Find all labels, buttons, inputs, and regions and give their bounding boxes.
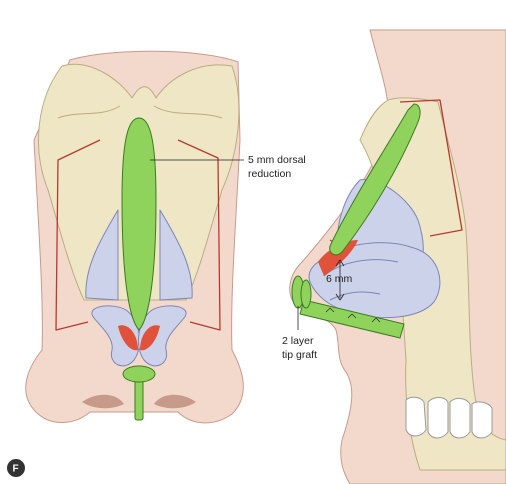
lateral-tip-graft-layer-inner	[300, 279, 312, 309]
frontal-nostril-right	[154, 394, 196, 409]
dorsal-reduction-label-line2: reduction	[248, 168, 291, 180]
tip-graft-label-line1: 2 layer	[282, 335, 314, 347]
frontal-dorsal-graft	[121, 117, 157, 331]
dorsal-reduction-label-line1: 5 mm dorsal	[248, 154, 306, 166]
frontal-upper-lateral-cartilage-left	[85, 209, 119, 301]
frontal-view	[25, 50, 244, 424]
lateral-cephalic-trim	[318, 240, 358, 276]
frontal-cephalic-trim-left	[118, 325, 138, 351]
frontal-lower-lateral-cartilage-right	[137, 305, 187, 367]
tip-graft-label-line2: tip graft	[282, 349, 317, 361]
frontal-reduction-outline	[55, 139, 221, 331]
measurement-arrowheads	[335, 259, 345, 301]
panel-letter: F	[13, 464, 19, 475]
lateral-columellar-strut	[299, 299, 405, 339]
frontal-lower-lateral-cartilage-left	[91, 305, 141, 367]
frontal-nostril-left	[82, 394, 124, 409]
frontal-upper-lateral-cartilage-right	[159, 209, 193, 301]
measurement-label: 6 mm	[326, 273, 353, 285]
lateral-view	[289, 29, 506, 484]
panel-letter-badge	[7, 459, 25, 477]
lateral-suture-marks	[325, 307, 381, 323]
frontal-cephalic-trim-right	[140, 325, 160, 351]
lateral-teeth	[405, 396, 493, 439]
lateral-dorsal-graft	[329, 103, 421, 256]
frontal-bone-contour	[57, 105, 223, 119]
frontal-tip-graft	[122, 365, 156, 383]
